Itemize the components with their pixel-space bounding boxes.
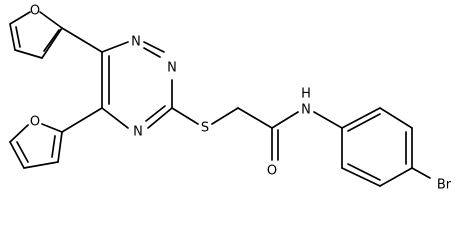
bond-n1-n2-double [143, 47, 161, 58]
bond-c3-n4-double [145, 105, 166, 122]
bond-layer [9, 11, 431, 187]
bond-top-furan-o-c2 [39, 11, 63, 29]
bond-aryl-c1-c2-double [347, 113, 381, 132]
bond-aryl-c5-c6-double [347, 163, 381, 181]
bond-n1-n2 [143, 41, 165, 53]
bond-top-furan-o-c5 [9, 11, 31, 25]
bond-aryl-c4-c5 [379, 167, 413, 187]
bond-bottom-furan-c3-c2-double [51, 135, 56, 158]
bond-c6-n1 [101, 41, 129, 53]
bond-bottom-furan-c3-c2 [57, 131, 63, 163]
bond-bottom-furan-c4-c3 [23, 161, 59, 169]
bond-top-furan-c3-c2-double [43, 29, 60, 52]
atom-br: Br [437, 178, 452, 193]
bond-top-furan-c5-c4-double [15, 26, 21, 48]
bond-aryl-c5-c6 [341, 167, 381, 187]
atom-s-thioether: S [201, 121, 209, 136]
bond-aryl-to-br [411, 167, 431, 179]
atom-o-top-furan: O [30, 4, 40, 19]
atom-n1-triazine: N [131, 35, 141, 50]
bond-s-to-ch2 [211, 107, 239, 125]
bond-n-to-aryl [313, 111, 343, 129]
bond-carbonyl-c-to-n [271, 111, 299, 129]
bond-top-furan-c3-c2 [41, 27, 63, 59]
bond-bottom-furan-c5-c4-double [16, 141, 29, 163]
atom-n2-triazine: N [167, 61, 177, 76]
atom-h-amide: H [301, 87, 311, 102]
bond-top-furan-c4-c3 [14, 49, 43, 59]
atom-o-bottom-furan: O [30, 115, 40, 130]
bond-bottom-furan-o-c5 [9, 124, 29, 143]
bond-c3-to-s [171, 107, 199, 125]
bond-aryl-c2-c3 [379, 107, 413, 129]
chemical-structure-diagram: O N N N O S N H O Br [9, 4, 452, 193]
bond-top-furan-c5-c4 [9, 23, 16, 51]
bond-bottom-furan-c2-o [41, 123, 63, 133]
bond-c3-n4 [147, 107, 173, 129]
bond-aryl-c1-c2 [341, 107, 381, 129]
bond-bottom-furan-c5-c4 [9, 141, 25, 169]
atom-label-layer: O N N N O S N H O Br [30, 4, 452, 193]
bond-n4-c5 [101, 107, 129, 129]
atom-n-amide: N [301, 103, 311, 118]
atom-n4-triazine: N [133, 125, 143, 140]
atom-o-carbonyl: O [267, 164, 277, 179]
bond-c5-to-bottom-furan [61, 107, 103, 133]
bond-ch2-to-carbonyl-c [237, 107, 273, 129]
bond-top-furan-to-c6 [61, 27, 103, 53]
